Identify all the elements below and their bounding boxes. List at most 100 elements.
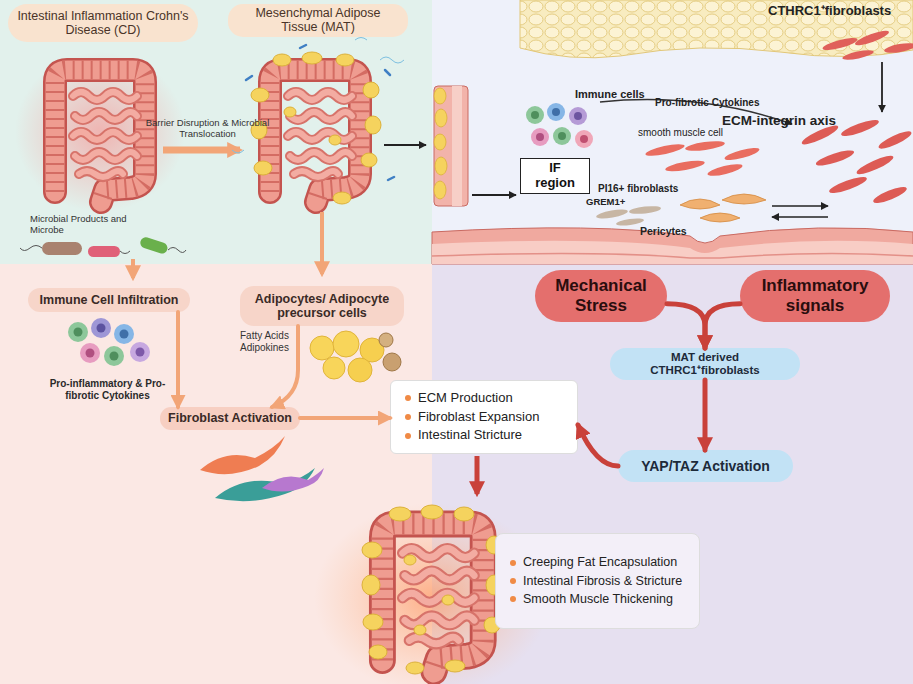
annotation-label: ECM-integrin axis xyxy=(722,113,872,129)
annotation-label: Pericytes xyxy=(640,225,710,237)
infiltrating-immune-cells xyxy=(120,330,129,339)
ecm-integrin-arrows xyxy=(772,205,828,207)
adipocytes xyxy=(323,357,345,379)
flow-arrows xyxy=(320,212,324,274)
activated-fibroblasts xyxy=(262,468,324,492)
outcome-colon xyxy=(442,595,454,605)
immune-cells xyxy=(575,130,593,148)
node-text: IF region xyxy=(529,161,581,191)
mat-colon xyxy=(336,54,354,66)
zoom-section xyxy=(452,86,462,206)
list-item-text: Intestinal Stricture xyxy=(418,428,522,443)
adipocytes xyxy=(348,358,372,382)
microbes xyxy=(20,236,186,257)
bullet-dot xyxy=(510,596,516,602)
infiltrating-immune-cells xyxy=(68,318,150,366)
outcome-colon xyxy=(445,660,465,672)
mat-colon xyxy=(329,135,341,145)
pericytes xyxy=(722,194,766,204)
annotation-label: Barrier Disruption & Microbial Transloca… xyxy=(145,118,270,140)
driver-pill: Mechanical Stress xyxy=(535,270,667,322)
immune-cells xyxy=(580,135,588,143)
bullet-dot xyxy=(405,414,411,420)
zoom-section xyxy=(434,86,468,206)
ecm-integrin-arrows xyxy=(772,206,828,217)
adipocytes xyxy=(310,331,401,382)
adipocytes xyxy=(333,331,359,357)
pericytes xyxy=(680,199,720,209)
pi16-grem1-fibroblasts xyxy=(596,208,629,220)
immune-cells xyxy=(552,108,560,116)
flow-arrows xyxy=(475,456,480,494)
cthrc1-fibroblasts xyxy=(884,41,913,54)
annotation-label: GREM1+ xyxy=(586,197,646,208)
outcome-colon xyxy=(414,625,426,635)
immune-cells xyxy=(547,103,565,121)
mat-colon xyxy=(385,70,390,75)
infiltrating-immune-cells xyxy=(74,328,83,337)
process-pill: YAP/TAZ Activation xyxy=(618,450,793,482)
infiltrating-immune-cells xyxy=(97,324,106,333)
fibroblast-cluster xyxy=(800,117,913,206)
cthrc1-fibroblasts xyxy=(842,48,875,62)
process-pill: Fibroblast Activation xyxy=(160,407,300,430)
immune-cells xyxy=(574,112,582,120)
quadrant-backgrounds xyxy=(0,0,432,264)
immune-cells xyxy=(558,132,566,140)
list-item-text: Fibroblast Expansion xyxy=(418,410,539,425)
region-box: IF region xyxy=(520,158,590,194)
node-text: Inflammatory signals xyxy=(748,276,882,315)
mat-colon xyxy=(246,45,394,180)
zoom-section xyxy=(435,157,447,175)
outcome-colon xyxy=(362,505,502,674)
node-text: MAT derived CTHRC1⁺fibroblasts xyxy=(618,351,792,377)
fibroblast-cluster xyxy=(840,117,881,139)
inflamed-colon xyxy=(15,52,185,212)
infiltrating-immune-cells xyxy=(80,343,100,363)
ecm-integrin-arrows xyxy=(772,216,828,218)
bullet-dot xyxy=(510,578,516,584)
annotation-label: Pro-fibrotic Cytokines xyxy=(655,97,785,109)
annotation-label: PI16+ fibroblasts xyxy=(598,183,698,195)
immune-cells xyxy=(526,106,544,124)
flow-arrows xyxy=(472,194,516,196)
mat-colon xyxy=(365,116,381,134)
mat-colon xyxy=(232,150,244,153)
cthrc1-fibroblasts xyxy=(854,28,891,48)
smooth-muscle-cells xyxy=(645,139,761,178)
outcome-list-box: ECM ProductionFibroblast ExpansionIntest… xyxy=(390,380,578,454)
bullet-dot xyxy=(405,395,411,401)
immune-cells xyxy=(536,133,544,141)
immune-cells xyxy=(553,127,571,145)
mat-colon xyxy=(302,52,322,64)
cthrc1-fibroblasts xyxy=(822,35,859,52)
flow-arrows xyxy=(131,259,135,278)
list-row: Fibroblast Expansion xyxy=(405,410,539,425)
list-row: ECM Production xyxy=(405,391,513,406)
annotation-label: Microbial Products and Microbe xyxy=(30,214,150,236)
mesentery-fat-band xyxy=(520,0,913,58)
outcome-colon xyxy=(363,614,383,630)
quadrant-backgrounds xyxy=(0,264,432,684)
list-row: Smooth Muscle Thickening xyxy=(510,592,673,606)
quadrant-backgrounds xyxy=(432,264,913,684)
intestinal-wall-section xyxy=(432,253,913,258)
node-text: Mesenchymal Adipose Tissue (MAT) xyxy=(236,6,400,35)
cthrc1-fibroblasts xyxy=(822,28,913,112)
microbes xyxy=(120,251,130,254)
list-item-text: ECM Production xyxy=(418,391,513,406)
flow-arrow xyxy=(667,304,705,348)
barrier-arrow xyxy=(163,150,240,151)
flow-arrows xyxy=(384,144,426,146)
mat-colon xyxy=(361,153,377,167)
microbes xyxy=(88,246,120,257)
mat-colon xyxy=(284,107,296,117)
node-text: Intestinal Inflammation Crohn's Disease … xyxy=(16,9,190,38)
annotation-label: Immune cells xyxy=(575,88,655,101)
node-text: Immune Cell Infiltration xyxy=(40,293,179,307)
microbes xyxy=(20,246,42,251)
infiltrating-immune-cells xyxy=(130,342,150,362)
infiltrating-immune-cells xyxy=(114,324,134,344)
